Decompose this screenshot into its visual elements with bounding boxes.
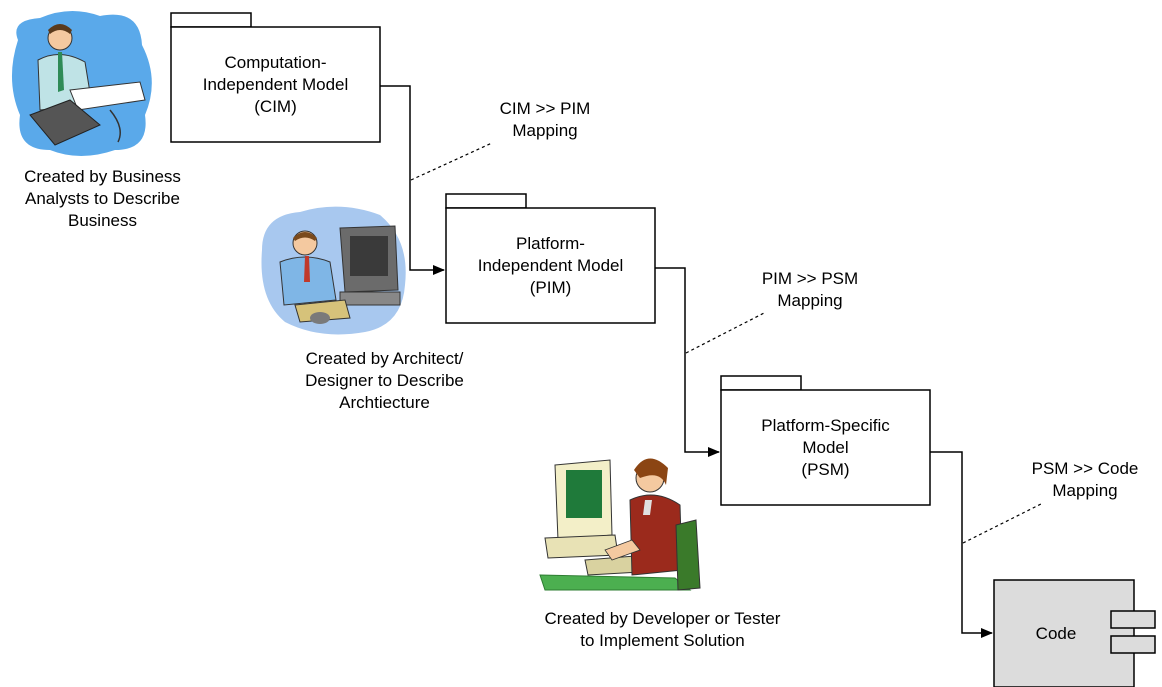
code-label: Code: [1035, 624, 1077, 643]
psm-label: Platform-Specific Model (PSM): [761, 415, 890, 479]
psm-code-mapping-label: PSM >> Code Mapping: [1031, 459, 1139, 500]
code-component: [993, 579, 1156, 687]
pim-package: [445, 193, 656, 324]
developer-caption: Created by Developer or Tester to Implem…: [544, 609, 781, 650]
cim-label: Computation- Independent Model (CIM): [202, 52, 349, 116]
cim-pim-mapping-label: CIM >> PIM Mapping: [499, 99, 591, 140]
psm-package: [720, 375, 931, 506]
cim-pim-note-line: [410, 142, 493, 181]
psm-to-code-connector: [930, 451, 993, 638]
developer-clipart-icon: [539, 458, 701, 591]
business-analyst-clipart-icon: [11, 10, 152, 157]
psm-code-note-line: [962, 502, 1044, 544]
component-icon: [1110, 610, 1156, 629]
pim-to-psm-connector: [655, 267, 720, 457]
business-analyst-caption: Created by Business Analysts to Describe…: [24, 167, 181, 230]
pim-psm-mapping-label: PIM >> PSM Mapping: [761, 269, 859, 310]
pim-psm-note-line: [685, 311, 767, 354]
architect-clipart-icon: [261, 206, 406, 335]
cim-to-pim-connector: [380, 85, 445, 275]
pim-label: Platform- Independent Model (PIM): [477, 233, 624, 297]
cim-package: [170, 12, 381, 143]
architect-caption: Created by Architect/ Designer to Descri…: [305, 349, 464, 412]
